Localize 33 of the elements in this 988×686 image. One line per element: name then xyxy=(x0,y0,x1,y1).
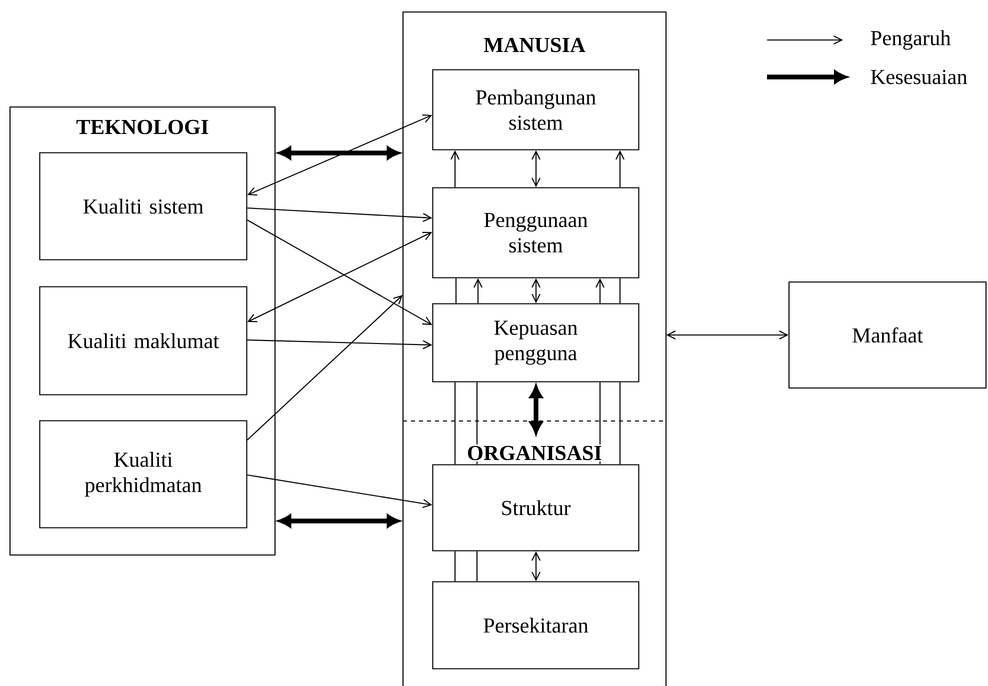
connector-line xyxy=(619,278,621,304)
arrow xyxy=(278,146,400,160)
arrow xyxy=(532,278,540,304)
arrow xyxy=(247,474,432,508)
process-box: Penggunaan sistem xyxy=(432,187,640,278)
process-box: Manfaat xyxy=(788,281,987,389)
arrow xyxy=(247,114,432,196)
legend-label: Pengaruh xyxy=(870,30,951,50)
process-box: Kualiti maklumat xyxy=(39,286,248,396)
node-label: ORGANISASI xyxy=(468,446,602,460)
process-box: Kualiti perkhidmatan xyxy=(39,420,248,528)
arrow xyxy=(278,514,400,528)
process-box: Pembangunan sistem xyxy=(432,69,640,150)
arrow xyxy=(474,278,482,304)
arrow xyxy=(616,150,624,188)
connector-line xyxy=(454,382,456,464)
connector-line xyxy=(619,382,621,464)
arrow xyxy=(247,339,432,350)
arrow xyxy=(450,150,460,188)
arrow xyxy=(532,551,540,582)
process-box: Persekitaran xyxy=(432,581,640,670)
connector-line xyxy=(455,278,457,304)
process-box: Kepuasan pengguna xyxy=(432,303,640,382)
connector-line xyxy=(454,551,456,582)
arrow xyxy=(596,278,604,304)
arrow xyxy=(532,150,540,188)
process-box: Struktur xyxy=(432,464,640,552)
connector-line xyxy=(476,551,478,582)
arrow xyxy=(666,330,788,340)
arrow xyxy=(247,207,432,222)
arrow xyxy=(246,295,403,440)
process-box: Kualiti sistem xyxy=(39,152,248,260)
legend-label: Kesesuaian xyxy=(870,70,968,84)
